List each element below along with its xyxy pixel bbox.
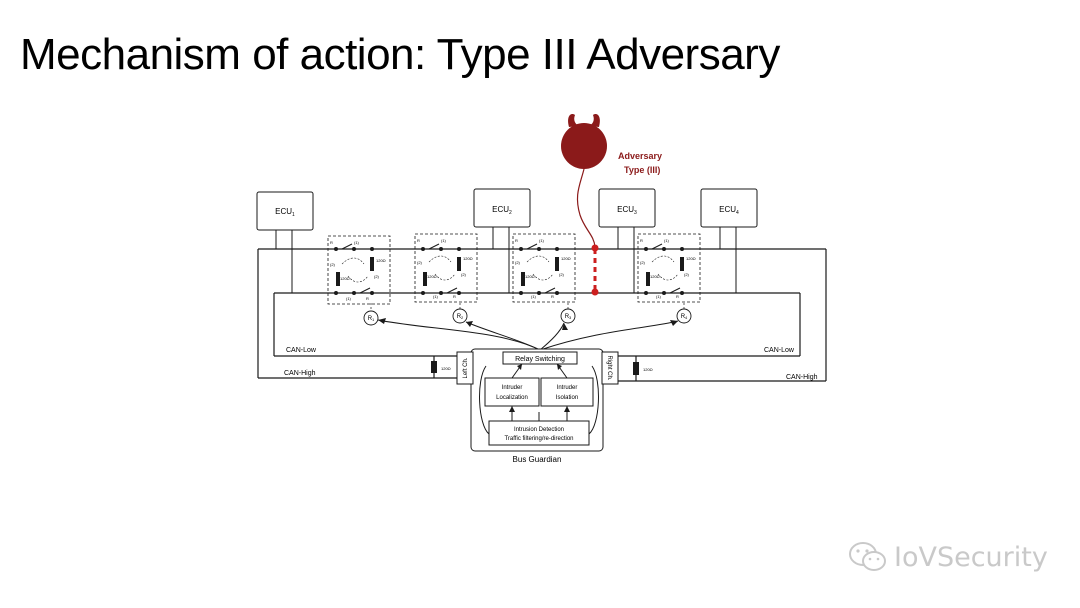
can-high-left-label: CAN-High xyxy=(284,370,316,377)
can-high-right-label: CAN-High xyxy=(786,374,818,381)
svg-text:R2: R2 xyxy=(457,314,464,320)
ecu-4-label: ECU xyxy=(719,205,736,214)
switch-out-label: R xyxy=(366,296,369,301)
switch-label-2: (2) xyxy=(417,260,423,265)
svg-text:R4: R4 xyxy=(681,314,688,320)
switch-label-1: (1) xyxy=(346,296,352,301)
intruder-localization-label-1: Intruder xyxy=(502,385,523,391)
ecu-4 xyxy=(700,188,758,293)
switch-in-label: R xyxy=(640,238,643,243)
switch-ohm-label: 120Ω xyxy=(427,274,437,279)
switch-label-2: (2) xyxy=(330,262,336,267)
page-title: Mechanism of action: Type III Adversary xyxy=(20,30,780,79)
adversary-injection xyxy=(591,244,599,296)
ecu-3-label: ECU xyxy=(617,205,634,214)
ecu-1-label: ECU xyxy=(275,207,292,216)
can-low-left-label: CAN-Low xyxy=(286,347,317,354)
switch-label-2: (2) xyxy=(461,272,467,277)
left-termination-resistor xyxy=(431,361,437,373)
left-channel-label: Left Ch. xyxy=(463,357,469,378)
switch-label-1: (1) xyxy=(441,238,447,243)
relay-switching-label: Relay Switching xyxy=(515,356,565,363)
relay-r1 xyxy=(363,310,379,326)
ecu-3 xyxy=(598,188,656,293)
bus-guardian xyxy=(456,348,619,452)
svg-text:ECU2: ECU2 xyxy=(492,205,512,216)
svg-text:ECU4: ECU4 xyxy=(719,205,739,216)
adversary-node xyxy=(561,114,607,248)
watermark-text: IoVSecurity xyxy=(894,541,1048,573)
traffic-filtering-label: Traffic filtering/re-direction xyxy=(504,436,573,442)
switch-label-2: (2) xyxy=(684,272,690,277)
ecu-1 xyxy=(256,191,314,293)
switch-ohm-label: 120Ω xyxy=(376,258,386,263)
svg-text:120Ω: 120Ω xyxy=(441,366,451,371)
adversary-label-1: Adversary xyxy=(618,151,662,161)
svg-text:R1: R1 xyxy=(368,316,375,322)
switch-label-1: (1) xyxy=(433,294,439,299)
svg-text:ECU1: ECU1 xyxy=(275,207,295,218)
control-arrows xyxy=(377,319,679,351)
intrusion-detection-label: Intrusion Detection xyxy=(514,427,564,433)
right-termination-resistor xyxy=(633,362,639,375)
switch-label-1: (1) xyxy=(539,238,545,243)
switch-label-2: (2) xyxy=(374,274,380,279)
switch-out-label: R xyxy=(551,294,554,299)
watermark: IoVSecurity xyxy=(848,540,1048,574)
ecu-2 xyxy=(473,188,531,293)
switch-in-label: R xyxy=(330,240,333,245)
bus-guardian-label: Bus Guardian xyxy=(513,455,562,464)
ecu-2-label: ECU xyxy=(492,205,509,214)
can-low-right-label: CAN-Low xyxy=(764,347,795,354)
switch-label-1: (1) xyxy=(664,238,670,243)
switch-out-label: R xyxy=(676,294,679,299)
relay-controllers xyxy=(363,308,692,326)
switch-label-1: (1) xyxy=(531,294,537,299)
relay-switch-box-3: R (1) (2) 120Ω 120Ω (2) (1) R xyxy=(512,233,576,303)
switch-ohm-label: 120Ω xyxy=(463,256,473,261)
relay-switch-box-4: R (1) (2) 120Ω 120Ω (2) (1) R xyxy=(637,233,701,303)
switch-ohm-label: 120Ω xyxy=(340,276,350,281)
relay-switch-box-1: R (1) (2) 120Ω 120Ω (2) (1) R xyxy=(327,235,391,305)
adversary-label-2: Type (III) xyxy=(624,165,660,175)
switch-label-2: (2) xyxy=(515,260,521,265)
relay-switch-box-2: R (1) (2) 120Ω 120Ω (2) (1) R xyxy=(414,233,478,303)
intruder-localization-label-2: Localization xyxy=(496,395,528,401)
switch-in-label: R xyxy=(515,238,518,243)
switch-ohm-label: 120Ω xyxy=(686,256,696,261)
switch-in-label: R xyxy=(417,238,420,243)
switch-ohm-label: 120Ω xyxy=(650,274,660,279)
intruder-isolation-label-2: Isolation xyxy=(556,395,578,401)
switch-label-2: (2) xyxy=(559,272,565,277)
switch-label-1: (1) xyxy=(656,294,662,299)
switch-out-label: R xyxy=(453,294,456,299)
svg-text:ECU3: ECU3 xyxy=(617,205,637,216)
svg-text:R3: R3 xyxy=(565,314,572,320)
right-channel-label: Right Ch. xyxy=(606,355,612,380)
switch-ohm-label: 120Ω xyxy=(561,256,571,261)
svg-text:120Ω: 120Ω xyxy=(643,367,653,372)
switch-label-2: (2) xyxy=(640,260,646,265)
switch-ohm-label: 120Ω xyxy=(525,274,535,279)
intruder-isolation-label-1: Intruder xyxy=(557,385,578,391)
wechat-icon xyxy=(849,542,886,571)
switch-label-1: (1) xyxy=(354,240,360,245)
